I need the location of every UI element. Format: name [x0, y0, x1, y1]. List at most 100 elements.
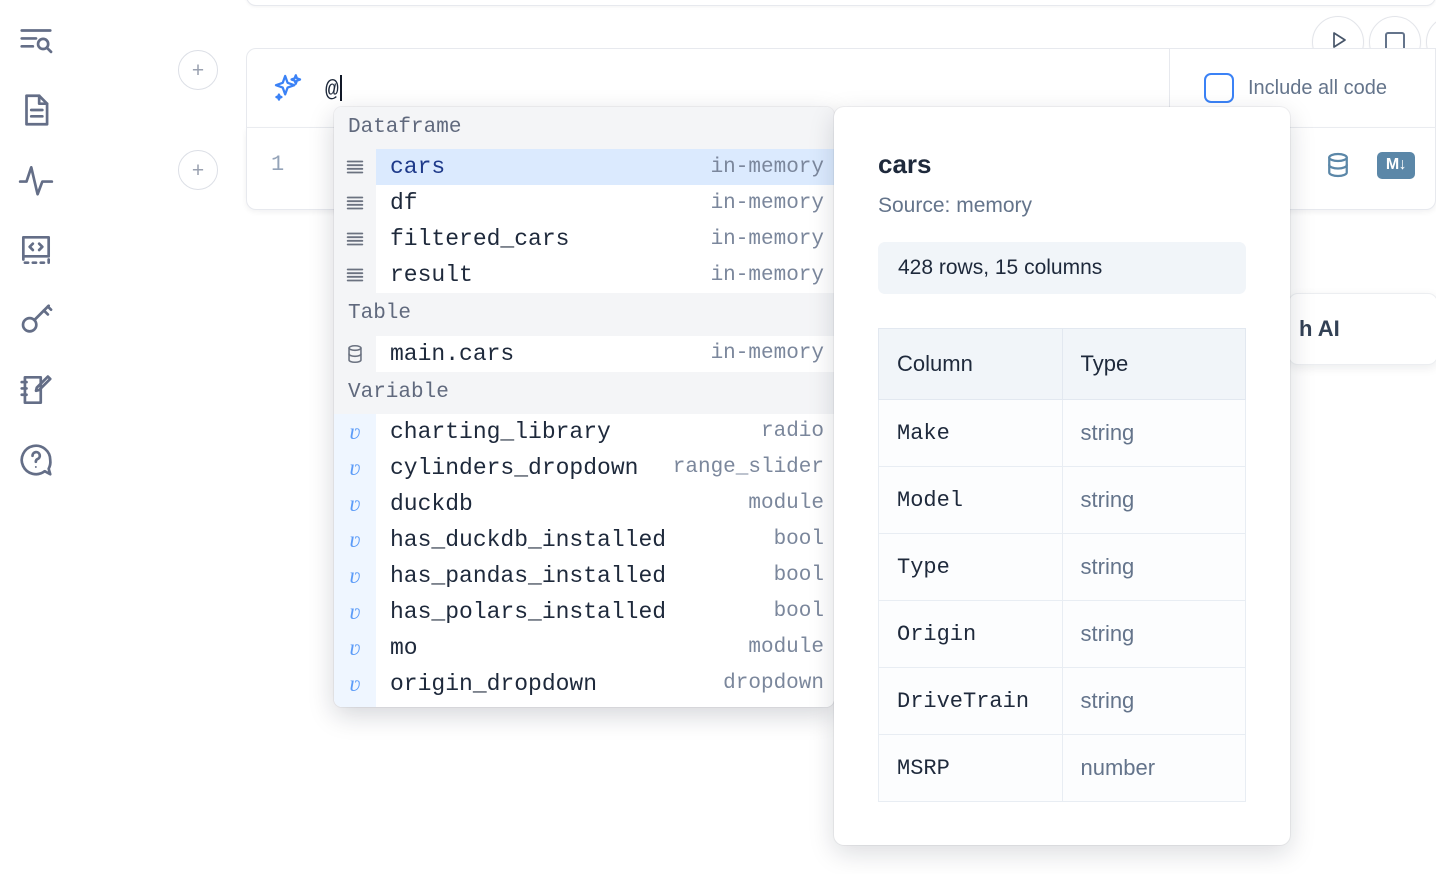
column-name-cell: MSRP: [878, 734, 1063, 802]
previous-cell: [246, 0, 1436, 6]
sidebar-item-secrets[interactable]: [14, 298, 58, 342]
cell-action-icons: M↓: [1323, 150, 1415, 180]
autocomplete-item-name: cylinders_dropdown: [390, 454, 639, 481]
play-icon: [1326, 28, 1350, 57]
autocomplete-dropdown[interactable]: Dataframe cars in-memory df in-memory filtere…: [334, 107, 834, 707]
add-cell-above-button[interactable]: +: [178, 50, 218, 90]
variable-icon: ʋ: [349, 635, 361, 661]
autocomplete-item-name: cars: [390, 154, 446, 181]
autocomplete-item[interactable]: ʋpdmodule: [334, 701, 834, 707]
sidebar-item-help[interactable]: [14, 438, 58, 482]
column-name-cell: Model: [878, 466, 1063, 534]
sidebar-item-dependencies[interactable]: [14, 228, 58, 272]
column-type-cell: string: [1061, 600, 1246, 668]
autocomplete-item-type: module: [748, 492, 824, 516]
add-cell-below-button[interactable]: +: [178, 150, 218, 190]
autocomplete-item-name: result: [390, 262, 473, 289]
autocomplete-item-name: mo: [390, 634, 418, 661]
autocomplete-item-name: has_duckdb_installed: [390, 526, 667, 553]
variable-icon: ʋ: [349, 527, 361, 553]
autocomplete-item[interactable]: df in-memory: [334, 185, 834, 222]
column-header: Type: [1061, 328, 1246, 400]
autocomplete-item-type: in-memory: [710, 155, 824, 179]
plus-icon: +: [191, 58, 205, 82]
autocomplete-item-type: in-memory: [710, 342, 824, 365]
autocomplete-item-name: main.cars: [390, 340, 515, 367]
autocomplete-item-type: module: [748, 636, 824, 660]
markdown-icon[interactable]: M↓: [1377, 151, 1415, 179]
column-name-cell: Origin: [878, 600, 1063, 668]
explore-icon: [17, 21, 55, 59]
column-type-cell: string: [1061, 466, 1246, 534]
autocomplete-item-name: has_pandas_installed: [390, 562, 667, 589]
details-title: cars: [878, 149, 932, 179]
ai-prompt-input[interactable]: @: [325, 75, 342, 102]
details-source: Source: memory: [878, 194, 1033, 217]
autocomplete-item-type: radio: [760, 420, 824, 444]
column-type-cell: string: [1061, 533, 1246, 601]
sidebar-item-files[interactable]: [14, 88, 58, 132]
autocomplete-item-name: df: [390, 190, 418, 217]
column-name-cell: Type: [878, 533, 1063, 601]
sidebar-item-scratchpad[interactable]: [14, 368, 58, 412]
variable-icon: ʋ: [349, 599, 361, 625]
autocomplete-item[interactable]: ʋ mo module: [334, 629, 834, 666]
generate-with-ai-card[interactable]: h AI: [1288, 293, 1436, 365]
autocomplete-group-header: Variable: [334, 371, 834, 414]
column-type-cell: string: [1061, 399, 1246, 467]
sidebar-item-explore[interactable]: [14, 18, 58, 62]
help-icon: [17, 441, 55, 479]
column-header: Column: [878, 328, 1063, 400]
variable-icon: ʋ: [349, 455, 361, 481]
code-brackets-icon: [17, 231, 55, 269]
ai-prompt-value: @: [325, 77, 339, 103]
column-name-cell: Make: [878, 399, 1063, 467]
autocomplete-group-header: Dataframe: [334, 107, 834, 150]
dataframe-details-panel: cars Source: memory 428 rows, 15 columns…: [834, 107, 1290, 845]
details-shape: 428 rows, 15 columns: [878, 242, 1246, 294]
autocomplete-item-type: in-memory: [710, 191, 824, 215]
column-type-cell: string: [1061, 667, 1246, 735]
autocomplete-item-name: duckdb: [390, 490, 473, 517]
dataframe-icon: [344, 156, 366, 178]
table-icon: [344, 343, 366, 365]
include-all-code-checkbox[interactable]: [1204, 73, 1234, 103]
autocomplete-item-type: dropdown: [723, 672, 824, 696]
activity-icon: [17, 161, 55, 199]
autocomplete-group-header: Table: [334, 293, 834, 336]
sidebar-item-variables[interactable]: [14, 158, 58, 202]
autocomplete-item-type: in-memory: [710, 263, 824, 287]
autocomplete-item[interactable]: result in-memory: [334, 257, 834, 294]
autocomplete-item[interactable]: ʋ charting_library radio: [334, 413, 834, 450]
dataframe-icon: [344, 192, 366, 214]
autocomplete-item[interactable]: main.cars in-memory: [334, 335, 834, 372]
autocomplete-item[interactable]: cars in-memory: [334, 149, 834, 186]
autocomplete-item-name: filtered_cars: [390, 226, 570, 253]
autocomplete-item-type: bool: [773, 564, 824, 588]
autocomplete-item-name: origin_dropdown: [390, 670, 598, 697]
database-icon[interactable]: [1323, 150, 1353, 180]
generate-with-ai-label: h AI: [1299, 316, 1340, 341]
autocomplete-item-name: charting_library: [390, 418, 611, 445]
variable-icon: ʋ: [349, 419, 361, 445]
include-all-code-label: Include all code: [1248, 76, 1387, 99]
key-icon: [17, 301, 55, 339]
line-number: 1: [271, 152, 285, 177]
autocomplete-item-name: has_polars_installed: [390, 598, 667, 625]
column-name-cell: DriveTrain: [878, 667, 1063, 735]
